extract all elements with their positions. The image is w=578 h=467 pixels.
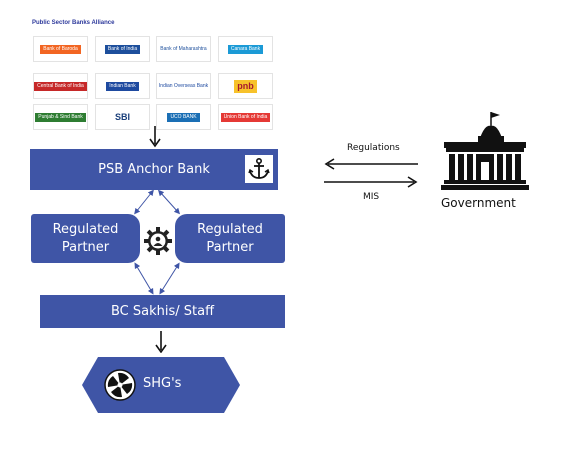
psb-anchor-bank-label: PSB Anchor Bank: [98, 162, 210, 177]
alliance-title: Public Sector Banks Alliance: [32, 20, 115, 26]
government-building-icon: [441, 112, 529, 190]
regulated-partner-right: Regulated Partner: [175, 214, 285, 263]
regulated-partner-right-line2: Partner: [206, 239, 254, 255]
shg-wheel-icon: [104, 369, 136, 401]
bank-logo-text: Indian Overseas Bank: [157, 81, 210, 91]
bank-logo: Bank of Baroda: [33, 36, 88, 62]
anchor-icon: [245, 155, 273, 183]
bank-logo: SBI: [95, 104, 150, 130]
regulated-partner-right-line1: Regulated: [197, 221, 263, 237]
arrow-bc-to-shg: [155, 331, 167, 353]
bank-logo: Indian Overseas Bank: [156, 73, 211, 99]
shg-label: SHG's: [143, 376, 182, 391]
mis-label: MIS: [363, 192, 380, 202]
bank-logo-text: UCO BANK: [167, 112, 200, 122]
bank-logo-text: pnb: [234, 79, 257, 93]
bc-sakhis-staff-box: BC Sakhis/ Staff: [40, 295, 285, 328]
bank-logo-text: Central Bank of India: [34, 81, 87, 91]
bank-logo: Punjab & Sind Bank: [33, 104, 88, 130]
arrow-logos-to-anchor: [149, 126, 161, 148]
government-label: Government: [441, 196, 516, 210]
bank-logo-text: Bank of Maharashtra: [157, 44, 210, 54]
bank-logo: pnb: [218, 73, 273, 99]
bank-logo: Union Bank of India: [218, 104, 273, 130]
regulated-partner-left-line1: Regulated: [52, 221, 119, 237]
bank-logo: Bank of Maharashtra: [156, 36, 211, 62]
bank-logo-text: Punjab & Sind Bank: [35, 112, 86, 122]
regulations-label: Regulations: [347, 143, 400, 153]
bank-logo: UCO BANK: [156, 104, 211, 130]
bank-logo-text: Bank of India: [104, 44, 141, 54]
psb-anchor-bank-box: PSB Anchor Bank: [30, 149, 278, 190]
regulated-partner-left: Regulated Partner: [31, 214, 140, 263]
bc-sakhis-staff-label: BC Sakhis/ Staff: [110, 304, 215, 319]
gear-person-icon: [144, 227, 172, 255]
bank-logo-text: Canara Bank: [227, 44, 264, 54]
bank-logo: Central Bank of India: [33, 73, 88, 99]
bank-logo: Indian Bank: [95, 73, 150, 99]
bank-logo-text: SBI: [111, 110, 133, 124]
regulations-mis-arrows: [324, 158, 418, 188]
bank-logo-text: Bank of Baroda: [40, 44, 81, 54]
bank-logo: Bank of India: [95, 36, 150, 62]
bank-logo-text: Indian Bank: [106, 81, 139, 91]
bank-logo: Canara Bank: [218, 36, 273, 62]
regulated-partner-left-line2: Partner: [61, 239, 110, 255]
bank-logo-text: Union Bank of India: [220, 112, 271, 122]
